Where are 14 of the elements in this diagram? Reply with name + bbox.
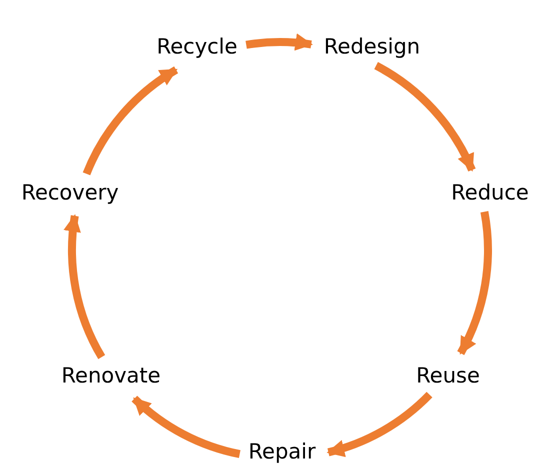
curved-arrow — [326, 392, 432, 456]
curved-arrow — [82, 66, 178, 176]
curved-arrow — [64, 214, 106, 359]
curved-arrow — [132, 396, 241, 458]
cycle-label: Repair — [248, 442, 316, 462]
cycle-label: Renovate — [61, 366, 161, 386]
curved-arrow — [457, 211, 492, 355]
curved-arrow — [374, 62, 476, 172]
cycle-label: Recycle — [156, 36, 238, 58]
cycle-label: Reduce — [451, 182, 529, 204]
curved-arrow — [246, 34, 313, 52]
cycle-label: Redesign — [324, 36, 420, 58]
cycle-label: Reuse — [416, 366, 480, 386]
cycle-label: Recovery — [21, 182, 119, 204]
